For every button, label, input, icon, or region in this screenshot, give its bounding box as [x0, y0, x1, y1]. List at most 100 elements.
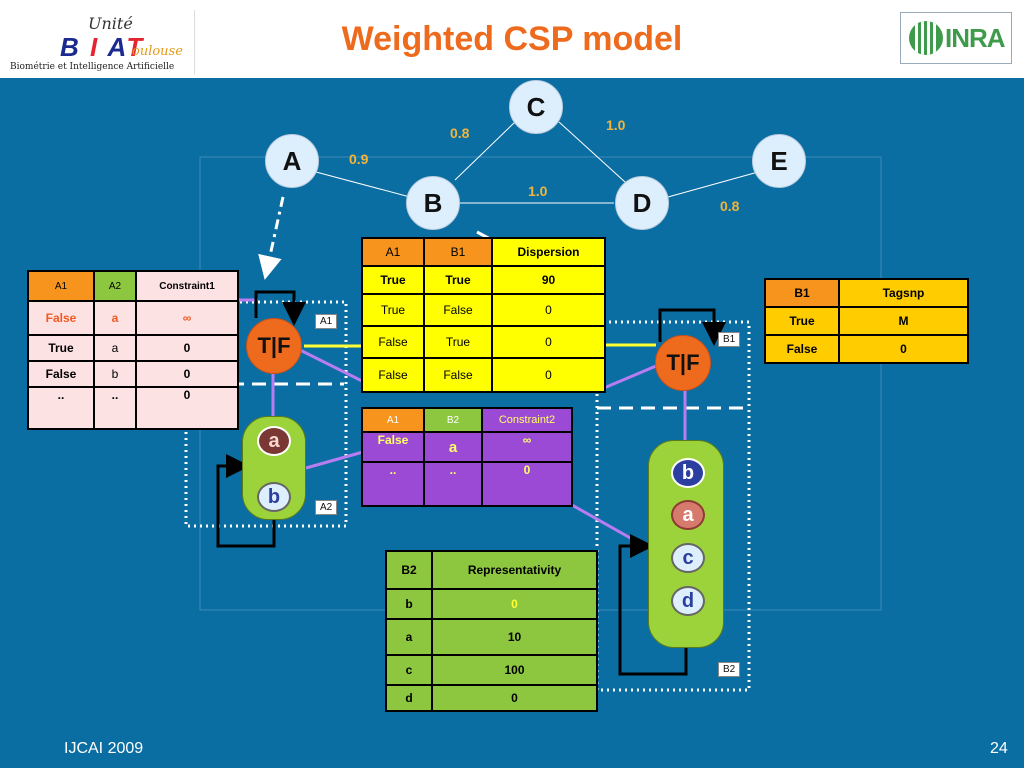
disp-cell: True — [361, 265, 425, 295]
disp-cell: False — [423, 293, 493, 327]
tag-a1: A1 — [315, 314, 338, 329]
footer-conference: IJCAI 2009 — [64, 740, 144, 757]
rep-cell: b — [385, 588, 433, 620]
c1-cell: b — [93, 360, 137, 388]
value-a2-b[interactable]: b — [257, 482, 291, 512]
loop-b2 — [618, 534, 688, 676]
arrow-a-to-tf — [258, 196, 285, 280]
c1-header-a2: A2 — [93, 270, 137, 302]
c1-header-constraint: Constraint1 — [135, 270, 239, 302]
node-a[interactable]: A — [265, 134, 319, 188]
disp-header-b1: B1 — [423, 237, 493, 267]
disp-cell: False — [361, 357, 425, 393]
table-dispersion: A1 B1 Dispersion True True 90 True False… — [361, 237, 606, 393]
inra-logo-text: INRA — [945, 23, 1006, 53]
rep-header-b2: B2 — [385, 550, 433, 590]
node-d[interactable]: D — [615, 176, 669, 230]
table-representativity: B2 Representativity b 0 a 10 c 100 d 0 — [385, 550, 598, 712]
c1-cell: .. — [27, 386, 95, 430]
tagsnp-header-b1: B1 — [764, 278, 840, 308]
weight-c-d: 1.0 — [606, 117, 626, 133]
c2-cell: 0 — [481, 461, 573, 507]
disp-cell: 90 — [491, 265, 606, 295]
tagsnp-cell: 0 — [838, 334, 969, 364]
c1-cell: ∞ — [135, 300, 239, 336]
table-tagsnp: B1 Tagsnp True M False 0 — [764, 278, 969, 364]
disp-header-dispersion: Dispersion — [491, 237, 606, 267]
disp-cell: False — [423, 357, 493, 393]
disp-header-a1: A1 — [361, 237, 425, 267]
disp-cell: False — [361, 325, 425, 359]
table-constraint1: A1 A2 Constraint1 False a ∞ True a 0 Fal… — [27, 270, 239, 430]
rep-cell: a — [385, 618, 433, 656]
c1-cell: True — [27, 334, 95, 362]
c1-cell: 0 — [135, 386, 239, 430]
loop-a2 — [216, 454, 276, 548]
slide-header: Unité B I AT oulouse Biométrie et Intell… — [0, 0, 1024, 78]
weight-b-c: 0.8 — [450, 125, 470, 141]
disp-cell: 0 — [491, 325, 606, 359]
purple-link-disp-tf — [603, 364, 657, 390]
logo-biat-text: B I AT — [60, 32, 145, 62]
c1-cell: 0 — [135, 334, 239, 362]
edge-a-b — [315, 171, 411, 198]
c1-cell: a — [93, 300, 137, 336]
disp-cell: 0 — [491, 357, 606, 393]
weight-d-e: 0.8 — [720, 198, 740, 214]
value-b2-c[interactable]: c — [671, 543, 705, 573]
rep-header-representativity: Representativity — [431, 550, 598, 590]
purple-link-tf-c2 — [299, 348, 373, 388]
purple-link-c2-b2 — [571, 503, 649, 550]
node-b[interactable]: B — [406, 176, 460, 230]
dotted-box-b — [595, 320, 751, 692]
tagsnp-header-tagsnp: Tagsnp — [838, 278, 969, 308]
node-c[interactable]: C — [509, 80, 563, 134]
rep-cell: 0 — [431, 684, 598, 712]
value-b2-a[interactable]: a — [671, 500, 705, 530]
node-e[interactable]: E — [752, 134, 806, 188]
value-b2-d[interactable]: d — [671, 586, 705, 616]
rep-cell: 100 — [431, 654, 598, 686]
c1-cell: a — [93, 334, 137, 362]
c1-cell: False — [27, 360, 95, 388]
tag-a2: A2 — [315, 500, 338, 515]
c1-header-a1: A1 — [27, 270, 95, 302]
biat-logo: Unité B I AT oulouse Biométrie et Intell… — [8, 10, 195, 74]
disp-cell: 0 — [491, 293, 606, 327]
c2-header-b2: B2 — [423, 407, 483, 433]
edge-b-c — [454, 121, 516, 181]
inra-logo: INRA — [900, 12, 1012, 64]
tf-node-a1[interactable]: T|F — [246, 318, 302, 374]
c2-cell: False — [361, 431, 425, 463]
c1-cell: False — [27, 300, 95, 336]
c1-cell: .. — [93, 386, 137, 430]
c2-cell: .. — [423, 461, 483, 507]
tf-node-b1[interactable]: T|F — [655, 335, 711, 391]
table-constraint2: A1 B2 Constraint2 False a ∞ .. .. 0 — [361, 407, 573, 507]
tagsnp-cell: M — [838, 306, 969, 336]
disp-cell: True — [423, 325, 493, 359]
disp-cell: True — [423, 265, 493, 295]
tagsnp-cell: False — [764, 334, 840, 364]
edge-d-e — [667, 171, 759, 198]
loop-tf-right — [658, 308, 726, 346]
tagsnp-cell: True — [764, 306, 840, 336]
logo-subtitle: Biométrie et Intelligence Artificielle — [10, 62, 175, 72]
c2-header-constraint: Constraint2 — [481, 407, 573, 433]
loop-tf-left — [254, 290, 306, 326]
inra-mark-icon — [909, 21, 943, 55]
c1-cell: 0 — [135, 360, 239, 388]
value-a2-a[interactable]: a — [257, 426, 291, 456]
weight-b-d: 1.0 — [528, 183, 548, 199]
slide-title: Weighted CSP model — [341, 20, 683, 58]
c2-header-a1: A1 — [361, 407, 425, 433]
c2-cell: ∞ — [481, 431, 573, 463]
value-b2-b[interactable]: b — [671, 458, 705, 488]
disp-cell: True — [361, 293, 425, 327]
weight-a-b: 0.9 — [349, 151, 369, 167]
edge-c-d — [558, 121, 626, 183]
slide-number: 24 — [990, 740, 1008, 757]
rep-cell: c — [385, 654, 433, 686]
c2-cell: a — [423, 431, 483, 463]
tag-b2: B2 — [718, 662, 741, 677]
